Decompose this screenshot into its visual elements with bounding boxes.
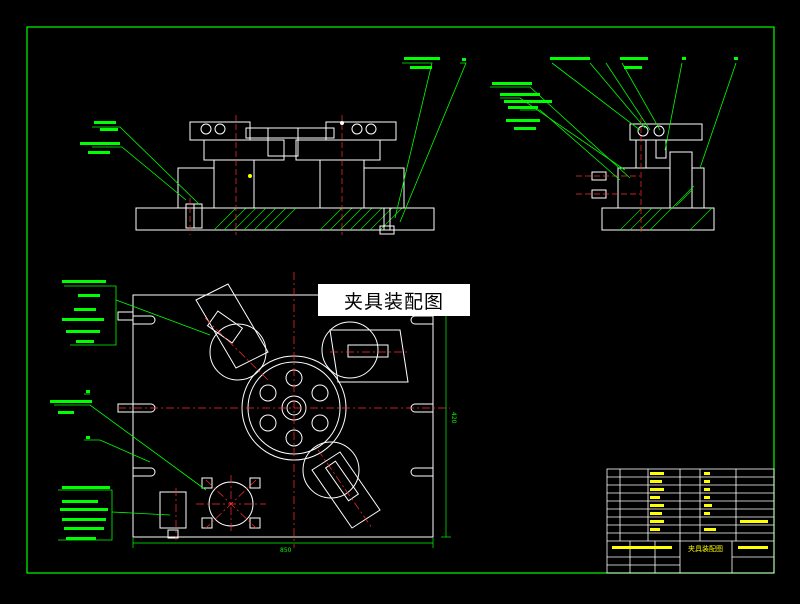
callout-label-16 [624, 66, 642, 69]
plan-center-lines [118, 272, 450, 548]
parts-entry-2 [650, 480, 662, 483]
callout-label-11 [508, 106, 538, 109]
callout-label-15 [620, 57, 648, 60]
parts-entry-3 [650, 488, 664, 491]
title-block [606, 468, 775, 574]
callout-label-7 [462, 58, 466, 61]
front-view-callouts [92, 62, 467, 223]
side-view-callouts [490, 62, 737, 181]
callout-label-5 [404, 57, 440, 60]
callout-label-26 [50, 400, 92, 403]
parts-entry-4 [650, 496, 660, 499]
callout-label-28 [86, 436, 90, 439]
callout-label-1 [94, 121, 116, 124]
base-hatch [213, 207, 403, 231]
plan-view [117, 283, 434, 539]
title-block-label-1 [738, 546, 768, 549]
callout-label-14 [550, 57, 590, 60]
parts-qty-1 [704, 472, 710, 475]
callout-label-19 [62, 280, 106, 283]
callout-label-18 [734, 57, 738, 60]
parts-qty-4 [704, 496, 710, 499]
callout-label-21 [74, 308, 96, 311]
parts-entry-8 [650, 528, 660, 531]
callout-label-24 [76, 340, 94, 343]
callout-label-34 [66, 537, 96, 540]
parts-qty-7 [704, 528, 716, 531]
callout-label-31 [60, 508, 108, 511]
parts-qty-6 [704, 512, 710, 515]
parts-qty-5 [704, 504, 712, 507]
front-view-callout-text [80, 57, 466, 154]
plan-dimensions [132, 294, 451, 548]
callout-label-27 [58, 411, 74, 414]
parts-entry-1 [650, 472, 664, 475]
callout-label-10 [504, 100, 552, 103]
parts-entry-7 [650, 520, 664, 523]
dimension-height: 420 [450, 412, 457, 424]
callout-label-22 [62, 318, 104, 321]
parts-list-entries [612, 472, 768, 549]
callout-label-8 [492, 82, 532, 85]
side-view-callout-text [492, 57, 738, 130]
callout-label-30 [62, 500, 98, 503]
callout-label-12 [506, 119, 540, 122]
callout-label-23 [66, 330, 100, 333]
parts-note-1 [740, 520, 768, 523]
callout-label-32 [62, 518, 106, 521]
sheet-border [26, 26, 775, 574]
drawing-title: 夹具装配图 [318, 284, 470, 316]
callout-label-17 [682, 57, 686, 60]
dimension-width: 850 [280, 547, 292, 554]
callout-label-13 [514, 127, 536, 130]
side-view [576, 118, 715, 235]
callout-label-4 [88, 151, 110, 154]
parts-qty-2 [704, 480, 710, 483]
callout-label-33 [64, 527, 104, 530]
callout-label-9 [500, 93, 540, 96]
plan-view-callout-text [50, 280, 110, 540]
callout-label-25 [86, 390, 90, 393]
parts-entry-5 [650, 504, 664, 507]
callout-label-2 [100, 128, 118, 131]
callout-label-6 [410, 66, 432, 69]
title-block-name: 夹具装配图 [688, 544, 723, 553]
front-view [135, 115, 435, 235]
callout-label-3 [80, 142, 120, 145]
parts-entry-6 [650, 512, 662, 515]
callout-label-29 [62, 486, 110, 489]
title-block-label-2 [612, 546, 672, 549]
parts-qty-3 [704, 488, 710, 491]
callout-label-20 [78, 294, 100, 297]
plan-view-callouts [54, 285, 211, 541]
